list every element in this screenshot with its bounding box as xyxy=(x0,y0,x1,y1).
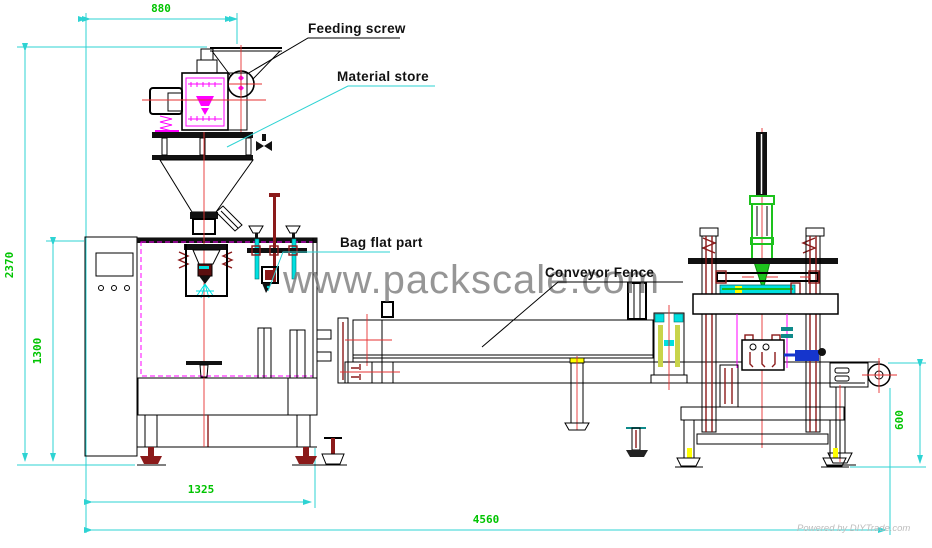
right-closing-machine xyxy=(626,128,849,468)
panel-button xyxy=(124,285,130,291)
panel-button xyxy=(98,285,104,291)
machine-frame xyxy=(136,237,318,448)
bag-flat-part-label: Bag flat part xyxy=(340,235,423,250)
machine-base xyxy=(626,406,849,468)
dim-1300: 1300 xyxy=(31,338,44,365)
end-cylinder-bracket xyxy=(650,305,688,390)
bag-flat-part-unit xyxy=(247,225,307,293)
bag-clamp-station xyxy=(719,327,826,408)
magenta-spring xyxy=(159,115,173,132)
dim-880: 880 xyxy=(151,2,171,15)
conveyor xyxy=(340,282,897,466)
weigher-platform xyxy=(152,132,280,447)
discharge-funnel xyxy=(159,159,254,213)
sealing-platform xyxy=(719,282,801,296)
material-store-label: Material store xyxy=(337,69,429,84)
valve-icon xyxy=(256,141,272,151)
bag-gripper xyxy=(262,283,272,293)
dimension-lines xyxy=(17,13,926,535)
dim-4560: 4560 xyxy=(473,513,500,526)
conveyor-fence-body xyxy=(352,319,654,359)
callout-leaders xyxy=(226,37,683,348)
screw-motor xyxy=(149,87,183,115)
panel-screen xyxy=(95,252,134,277)
control-cabinet xyxy=(84,236,138,457)
left-bagging-machine xyxy=(84,45,349,466)
bag-clamp-unit xyxy=(177,244,234,299)
discharge-end xyxy=(826,358,897,466)
dim-1325: 1325 xyxy=(188,483,215,496)
material-store-unit xyxy=(142,72,266,134)
dim-2370: 2370 xyxy=(3,252,16,279)
feeding-screw-label: Feeding screw xyxy=(308,21,406,36)
frame-interior xyxy=(186,317,349,384)
drive-housing xyxy=(352,319,383,363)
bag-guide-bracket xyxy=(627,282,647,320)
dim-600: 600 xyxy=(893,410,906,430)
conveyor-fence-label: Conveyor Fence xyxy=(545,265,654,280)
machine-table xyxy=(692,293,839,315)
watermark-text: www.packscale.com xyxy=(282,258,660,302)
blue-handle xyxy=(795,350,819,361)
footer-credit: Powered by DIYTrade.com xyxy=(797,523,910,534)
frame-columns xyxy=(699,227,825,433)
side-chute xyxy=(215,205,243,232)
panel-button xyxy=(111,285,117,291)
sensor-block xyxy=(381,301,394,318)
machine-feet xyxy=(137,437,347,466)
conveyor-leg xyxy=(564,356,590,431)
